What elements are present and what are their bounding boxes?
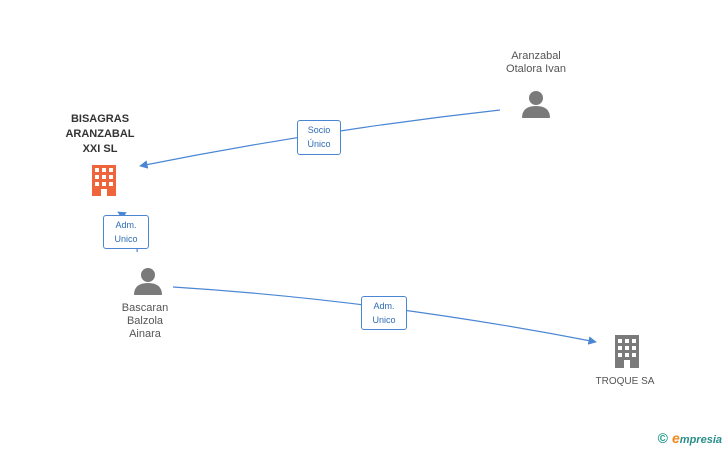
building-icon[interactable] bbox=[615, 335, 639, 368]
person-name-bascaran[interactable]: Bascaran Balzola Ainara bbox=[121, 302, 169, 340]
edge-label-adm-unico: Adm. Unico bbox=[361, 296, 407, 330]
person-icon[interactable] bbox=[134, 268, 162, 295]
edge-label-adm-unico: Adm. Unico bbox=[103, 215, 149, 249]
copyright-icon: © bbox=[657, 430, 668, 446]
empresia-logo: empresia bbox=[672, 430, 722, 446]
company-name-troque[interactable]: TROQUE SA bbox=[595, 376, 655, 387]
building-icon[interactable] bbox=[89, 163, 119, 196]
empresia-watermark: © empresia bbox=[658, 430, 722, 446]
person-name-aranzabal[interactable]: Aranzabal Otalora Ivan bbox=[506, 50, 566, 75]
person-icon[interactable] bbox=[522, 91, 550, 118]
edge-label-socio-unico: Socio Único bbox=[297, 120, 341, 155]
company-name-bisagras[interactable]: BISAGRAS ARANZABAL XXI SL bbox=[65, 113, 135, 155]
